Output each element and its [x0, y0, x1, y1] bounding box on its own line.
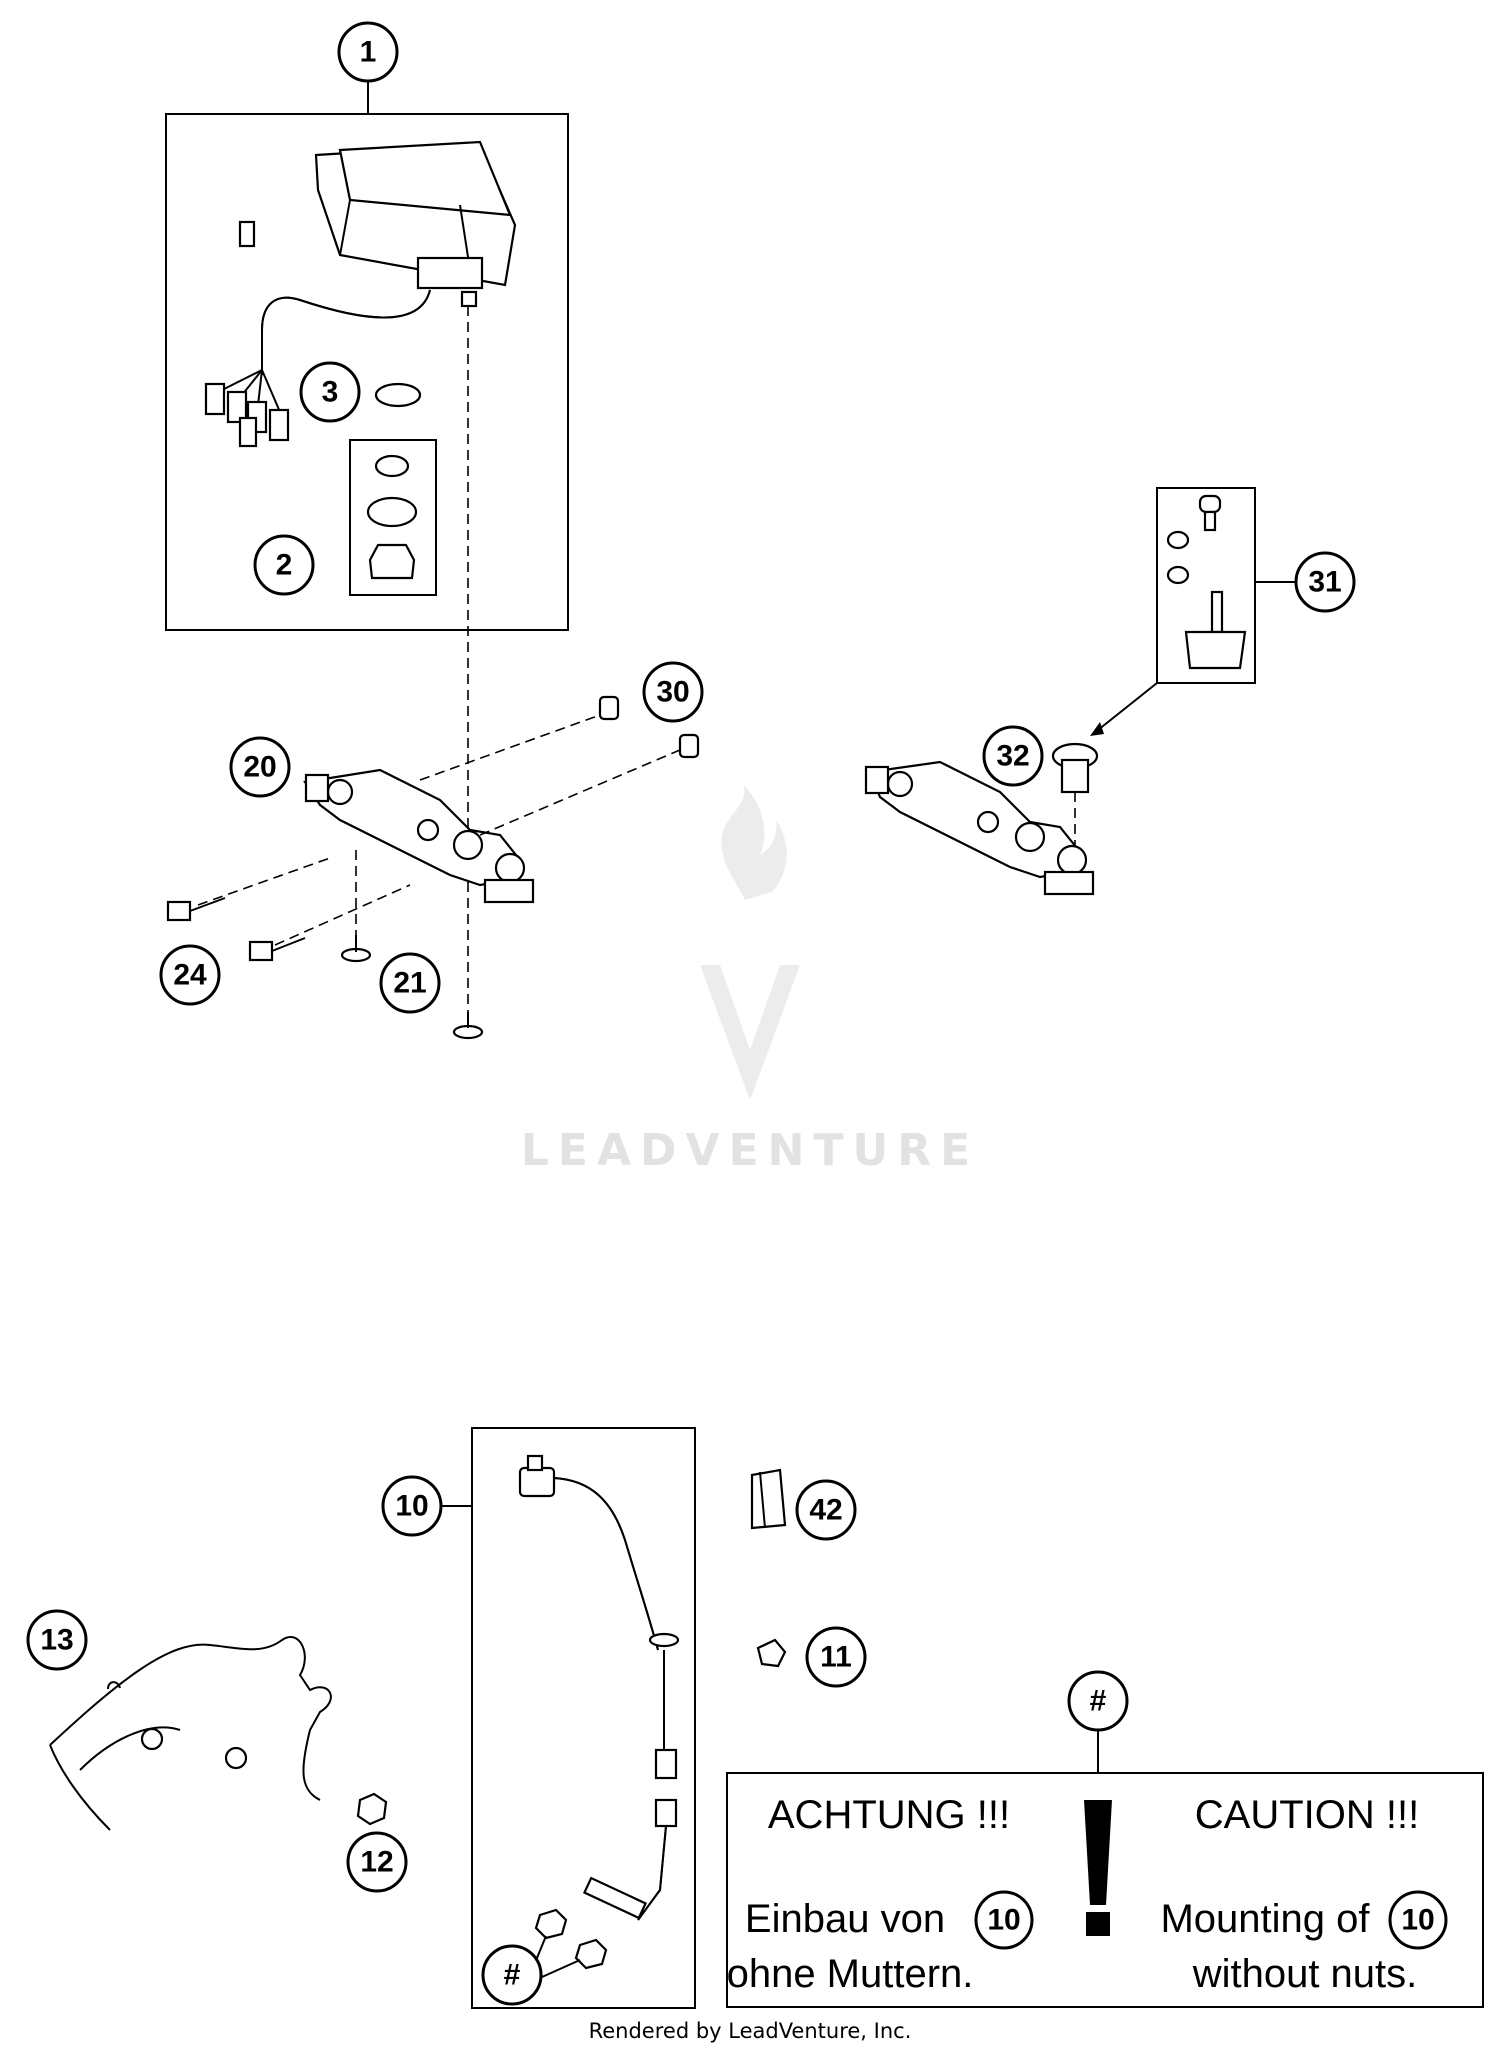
svg-text:#: # [504, 1959, 521, 1992]
caution-de-line2: ohne Muttern. [727, 1952, 974, 1996]
svg-text:24: 24 [173, 959, 207, 992]
bolt-upper [166, 897, 226, 922]
callout-10[interactable]: 10 [381, 1475, 443, 1537]
svg-text:10: 10 [395, 1490, 428, 1523]
ignition-bushing [1051, 742, 1099, 794]
svg-text:1: 1 [360, 36, 377, 69]
ignition-kit-parts [1166, 494, 1247, 670]
exclamation-icon [1084, 1800, 1112, 1936]
svg-text:31: 31 [1308, 566, 1341, 599]
bushing-lower [678, 733, 700, 759]
callout-21[interactable]: 21 [379, 952, 441, 1014]
callout-13[interactable]: 13 [26, 1609, 88, 1671]
callout-32[interactable]: 32 [982, 725, 1044, 787]
caution-de-line1: Einbau von [745, 1897, 945, 1941]
caution-heading-en: CAUTION !!! [1195, 1793, 1419, 1837]
svg-text:10: 10 [987, 1904, 1020, 1937]
upper-triple-clamp-right [864, 760, 1095, 896]
sensor-nut-a [534, 1908, 568, 1940]
rubber-stud-a [340, 935, 372, 963]
connector-plugs [204, 369, 290, 448]
instrument-cluster [238, 140, 517, 308]
brake-carrier [49, 1636, 332, 1831]
svg-text:#: # [1090, 1685, 1107, 1718]
svg-text:21: 21 [393, 967, 426, 1000]
svg-text:32: 32 [996, 740, 1029, 773]
caution-heading-de: ACHTUNG !!! [768, 1793, 1010, 1837]
svg-text:20: 20 [243, 751, 276, 784]
ignition-kit-box [1156, 487, 1256, 684]
speed-sensor [518, 1454, 680, 1921]
svg-text:11: 11 [820, 1641, 852, 1674]
watermark-text: LEADVENTURE [521, 1125, 979, 1176]
cover-cap [374, 382, 422, 408]
caution-ref-de: 10 [974, 1890, 1034, 1950]
instrument-kit-box [165, 113, 569, 631]
sensor-nut-b [574, 1938, 608, 1970]
callout-11[interactable]: 11 [805, 1626, 867, 1688]
svg-text:10: 10 [1401, 1904, 1434, 1937]
callout-20[interactable]: 20 [229, 736, 291, 798]
callout-12[interactable]: 12 [346, 1831, 408, 1893]
caution-en-line1: Mounting of [1160, 1897, 1370, 1941]
caution-box [726, 1772, 1484, 2008]
cable-clip [750, 1468, 787, 1530]
caution-en-line2: without nuts. [1192, 1952, 1418, 1996]
callout-30[interactable]: 30 [642, 661, 704, 723]
rubber-stud-b [452, 1012, 484, 1040]
cable-holder [756, 1638, 787, 1668]
callout-2[interactable]: 2 [253, 534, 315, 596]
svg-text:13: 13 [40, 1624, 73, 1657]
svg-text:2: 2 [276, 549, 293, 582]
callout-1[interactable]: 1 [337, 21, 399, 83]
upper-triple-clamp-left [303, 768, 535, 904]
svg-text:42: 42 [809, 1494, 842, 1527]
svg-text:30: 30 [656, 676, 689, 709]
speed-sensor-box [471, 1427, 696, 2009]
callout-24[interactable]: 24 [159, 944, 221, 1006]
bushing-upper [598, 695, 620, 721]
carrier-nut [356, 1792, 388, 1826]
caution-ref-en: 10 [1388, 1890, 1448, 1950]
footer-credit: Rendered by LeadVenture, Inc. [589, 2019, 912, 2043]
callout-42[interactable]: 42 [795, 1479, 857, 1541]
svg-text:12: 12 [360, 1846, 393, 1879]
svg-text:3: 3 [322, 376, 339, 409]
callout-hash-top[interactable]: # [1067, 1670, 1129, 1732]
cluster-cable [261, 289, 431, 375]
leadventure-watermark: LEADVENTURE [521, 785, 979, 1176]
bolt-lower [248, 937, 306, 962]
gasket-kit-box [349, 439, 437, 596]
callout-hash-bottom[interactable]: # [481, 1944, 543, 2006]
callout-3[interactable]: 3 [299, 361, 361, 423]
callout-31[interactable]: 31 [1294, 551, 1356, 613]
